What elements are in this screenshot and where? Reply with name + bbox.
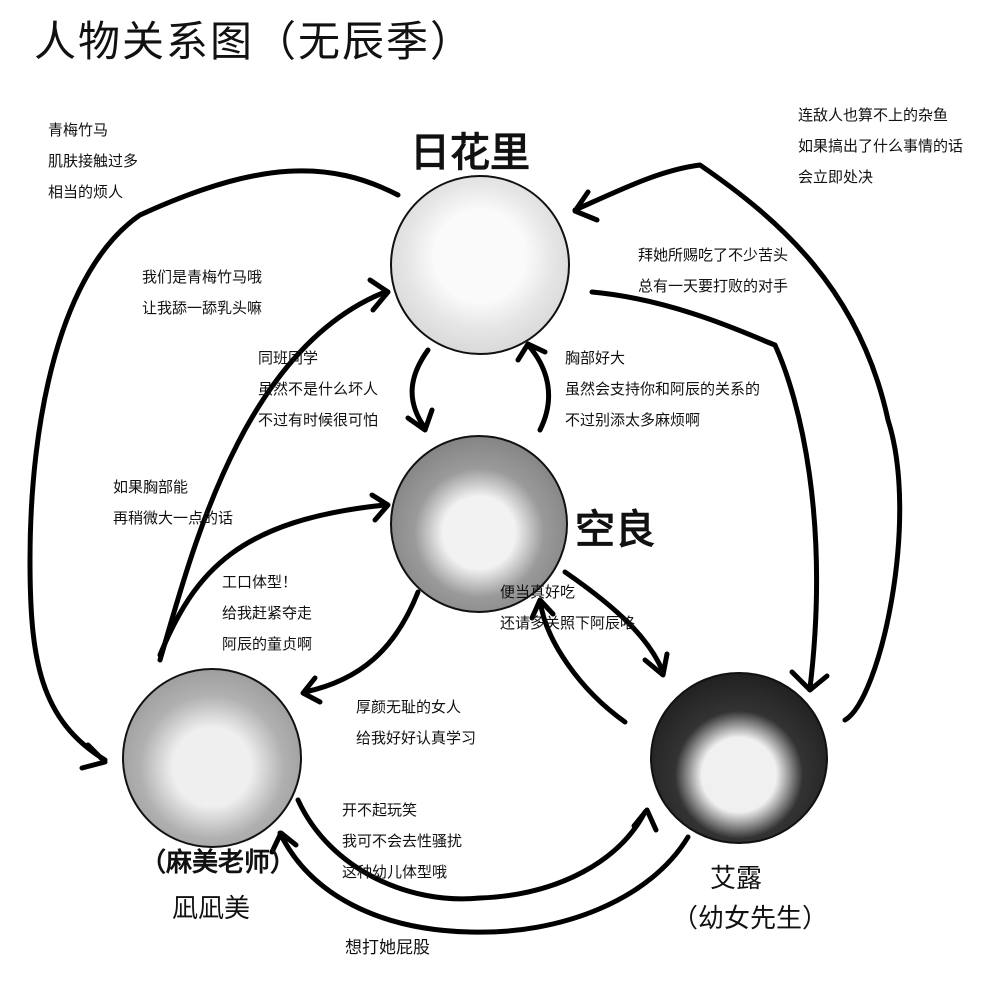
- name-hikari: 日花里: [410, 130, 530, 176]
- arrow-airu-to-hikari: [572, 162, 903, 723]
- name-asami: 凪凪美: [172, 894, 251, 924]
- note-line: 虽然不是什么坏人: [258, 380, 379, 398]
- arrow-asami-to-sora: [157, 492, 391, 658]
- note-asami-to-airu: 开不起玩笑 我可不会去性骚扰 这种幼儿体型哦: [342, 795, 462, 888]
- note-asami-to-hikari: 我们是青梅竹马哦 让我舔一舔乳头嘛: [142, 262, 262, 324]
- arrow-hikari-to-asami: [27, 168, 401, 771]
- note-sora-to-hikari: 胸部好大 虽然会支持你和阿辰的关系的 不过别添太多麻烦啊: [565, 343, 760, 436]
- note-line: 会立即处决: [798, 168, 874, 186]
- note-hikari-to-airu: 拜她所赐吃了不少苦头 总有一天要打败的对手: [638, 240, 788, 302]
- name-sora: 空良: [575, 507, 655, 553]
- alias-airu: （幼女先生）: [672, 904, 829, 934]
- note-line: 还请多关照下阿辰咯: [500, 614, 636, 632]
- note-line: 想打她屁股: [345, 938, 430, 958]
- note-line: 总有一天要打败的对手: [638, 277, 789, 295]
- note-line: 连敌人也算不上的杂鱼: [798, 106, 949, 124]
- note-line: 给我好好认真学习: [356, 729, 477, 747]
- note-line: 再稍微大一点的话: [113, 509, 234, 527]
- note-line: 虽然会支持你和阿辰的关系的: [565, 380, 761, 398]
- note-hikari-to-sora: 同班同学 虽然不是什么坏人 不过有时候很可怕: [258, 343, 378, 436]
- note-sora-to-airu: 便当真好吃 还请多关照下阿辰咯: [500, 577, 635, 639]
- arrow-hikari-to-sora: [405, 347, 435, 433]
- note-line: 相当的烦人: [48, 183, 124, 201]
- portrait-sora: [390, 435, 568, 613]
- note-asami-to-sora: 如果胸部能 再稍微大一点的话: [113, 472, 233, 534]
- arrow-sora-to-hikari: [515, 341, 552, 433]
- note-line: 如果胸部能: [113, 478, 189, 496]
- arrow-asami-to-hikari: [157, 277, 391, 663]
- note-hikari-to-asami: 青梅竹马 肌肤接触过多 相当的烦人: [48, 115, 138, 208]
- note-line: 不过别添太多麻烦啊: [565, 411, 701, 429]
- note-line: 这种幼儿体型哦: [342, 863, 448, 881]
- arrow-airu-to-sora: [529, 597, 628, 725]
- note-line: 工口体型！: [222, 573, 298, 591]
- portrait-hikari: [390, 175, 570, 355]
- note-line: 阿辰的童贞啊: [222, 635, 313, 653]
- page-title: 人物关系图（无辰季）: [34, 17, 475, 66]
- note-line: 不过有时候很可怕: [258, 411, 379, 429]
- arrow-sora-to-airu: [562, 569, 670, 678]
- arrow-hikari-to-airu: [589, 289, 830, 693]
- alias-asami: （麻美老师）: [140, 848, 297, 878]
- note-line: 同班同学: [258, 349, 319, 367]
- arrow-sora-to-asami: [300, 589, 421, 705]
- note-line: 我们是青梅竹马哦: [142, 268, 263, 286]
- portrait-asami: [122, 668, 302, 848]
- name-airu: 艾露: [710, 864, 763, 894]
- note-line: 肌肤接触过多: [48, 152, 139, 170]
- note-line: 厚颜无耻的女人: [356, 698, 462, 716]
- arrow-airu-to-asami: [269, 830, 691, 935]
- portrait-airu: [650, 672, 828, 844]
- note-line: 让我舔一舔乳头嘛: [142, 299, 263, 317]
- note-airu-to-asami: 想打她屁股: [345, 933, 430, 964]
- note-line: 我可不会去性骚扰: [342, 832, 463, 850]
- note-line: 拜她所赐吃了不少苦头: [638, 246, 789, 264]
- note-line: 青梅竹马: [48, 121, 109, 139]
- note-line: 胸部好大: [565, 349, 626, 367]
- note-airu-to-hikari: 连敌人也算不上的杂鱼 如果搞出了什么事情的话 会立即处决: [798, 100, 963, 193]
- note-line: 开不起玩笑: [342, 801, 418, 819]
- note-sora-to-asami: 工口体型！ 给我赶紧夺走 阿辰的童贞啊: [222, 567, 312, 660]
- note-line: 便当真好吃: [500, 583, 576, 601]
- arrow-asami-to-airu: [295, 797, 659, 902]
- note-line: 如果搞出了什么事情的话: [798, 137, 964, 155]
- note-airu-to-sora: 厚颜无耻的女人 给我好好认真学习: [356, 692, 476, 754]
- note-line: 给我赶紧夺走: [222, 604, 313, 622]
